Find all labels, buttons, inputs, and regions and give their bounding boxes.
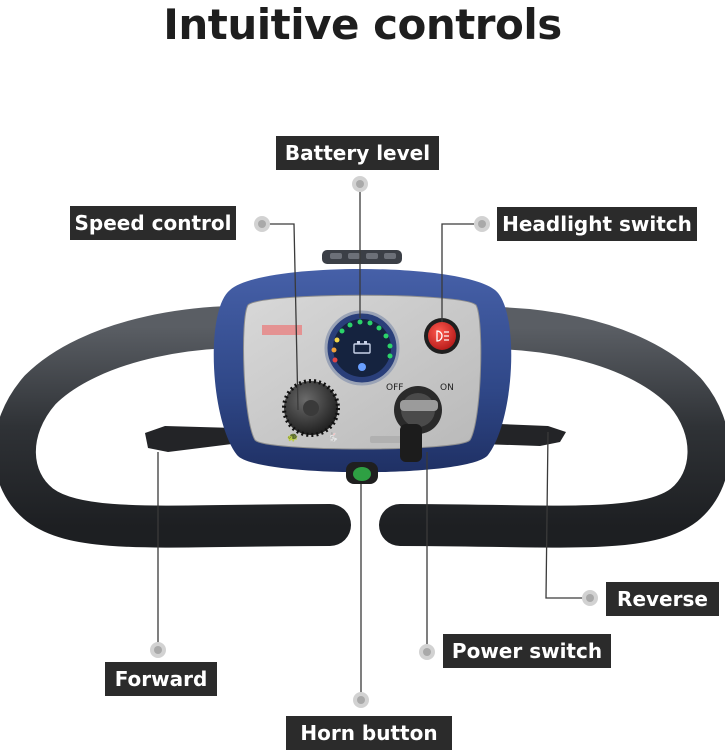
battery-led (332, 357, 338, 363)
battery-led (367, 320, 373, 326)
battery-led (347, 322, 353, 328)
label-battery-level: Battery level (276, 136, 439, 170)
callout-dot-icon (419, 644, 435, 660)
label-forward: Forward (105, 662, 217, 696)
callout-dot-icon (353, 692, 369, 708)
handlebar-right (379, 306, 725, 548)
label-speed-control: Speed control (70, 206, 236, 240)
battery-led (387, 353, 393, 359)
off-marking: OFF (386, 383, 403, 393)
callout-dot-icon (254, 216, 270, 232)
callout-dots (150, 176, 598, 708)
on-marking: ON (440, 383, 454, 393)
battery-led (387, 343, 393, 349)
battery-led (376, 325, 382, 331)
battery-led (334, 337, 340, 343)
battery-led (357, 319, 363, 325)
page-title: Intuitive controls (163, 0, 562, 49)
label-horn-button: Horn button (286, 716, 452, 750)
battery-led (331, 347, 337, 353)
callout-lines (157, 192, 588, 700)
battery-gauge (324, 310, 400, 386)
headlight-icon (436, 330, 449, 342)
battery-icon (353, 341, 371, 354)
handlebar-left (0, 305, 351, 548)
svg-text:🐢: 🐢 (287, 433, 298, 443)
battery-led (383, 333, 389, 339)
battery-led (339, 328, 345, 334)
callout-dot-icon (582, 590, 598, 606)
callout-dot-icon (352, 176, 368, 192)
label-power-switch: Power switch (443, 634, 611, 668)
power-switch-key[interactable]: OFF ON (370, 383, 454, 462)
label-reverse: Reverse (606, 582, 719, 616)
callout-dot-icon (474, 216, 490, 232)
headlight-button[interactable] (424, 318, 460, 354)
svg-text:🐇: 🐇 (327, 431, 338, 443)
callout-dot-icon (150, 642, 166, 658)
speed-control-knob[interactable]: 🐢 🐇 (282, 379, 340, 443)
label-headlight-switch: Headlight switch (497, 207, 697, 241)
horn-button[interactable] (346, 462, 378, 484)
